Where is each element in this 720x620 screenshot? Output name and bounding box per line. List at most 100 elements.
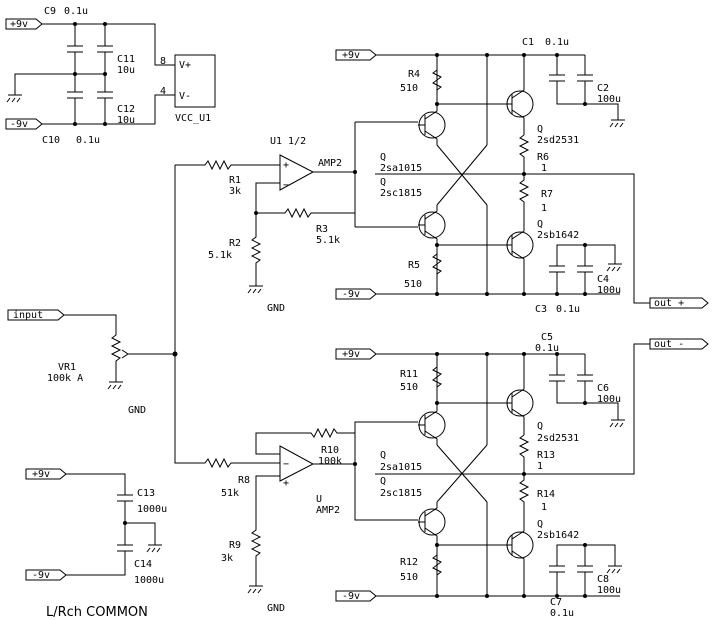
- port-minus9v-power: -9v: [10, 119, 28, 130]
- pin-8: 8: [160, 56, 166, 67]
- label-amp2-top: AMP2: [318, 158, 342, 169]
- value-q-2sa1015-top: 2sa1015: [380, 163, 422, 174]
- label-amp2-bottom: AMP2: [316, 505, 340, 516]
- value-q-2sc1815-top: 2sc1815: [380, 188, 422, 199]
- label-c10: C10: [42, 135, 60, 146]
- label-c1: C1: [522, 37, 534, 48]
- label-vcc-u1: VCC_U1: [175, 113, 211, 124]
- label-c9: C9: [44, 6, 56, 17]
- value-r10: 100k: [318, 456, 342, 467]
- label-r2: R2: [229, 238, 241, 249]
- label-c13: C13: [137, 488, 155, 499]
- label-r7: R7: [541, 189, 553, 200]
- value-c7: 0.1u: [550, 608, 574, 619]
- port-minus9v-bottom: -9v: [342, 591, 360, 602]
- label-gnd-input: GND: [128, 405, 146, 416]
- value-c11: 10u: [117, 65, 135, 76]
- label-c5: C5: [541, 332, 553, 343]
- value-r2: 5.1k: [208, 250, 232, 261]
- label-q-2sd2531-bottom: Q: [537, 421, 543, 432]
- label-vminus: V-: [179, 91, 191, 102]
- value-r11: 510: [400, 382, 418, 393]
- value-c12: 10u: [117, 115, 135, 126]
- port-minus9v-common: -9v: [32, 570, 50, 581]
- label-q-2sd2531-top: Q: [537, 124, 543, 135]
- common-decoupling-section: +9v -9v C13 1000u C14 1000u L/Rch COMMON: [25, 468, 167, 620]
- value-c8: 100u: [597, 585, 621, 596]
- label-c11: C11: [117, 54, 135, 65]
- label-r11: R11: [400, 369, 418, 380]
- port-minus9v-top: -9v: [342, 289, 360, 300]
- value-q-2sa1015-bottom: 2sa1015: [380, 462, 422, 473]
- value-c1: 0.1u: [545, 37, 569, 48]
- label-r9: R9: [229, 540, 241, 551]
- opamp-top-plus: +: [283, 160, 289, 171]
- value-c4: 100u: [597, 285, 621, 296]
- label-r5: R5: [408, 260, 420, 271]
- value-r4: 510: [400, 83, 418, 94]
- label-r13: R13: [537, 450, 555, 461]
- value-q-2sb1642-bottom: 2sb1642: [537, 530, 579, 541]
- label-c12: C12: [117, 104, 135, 115]
- value-c3: 0.1u: [556, 304, 580, 315]
- label-q-2sa1015-top: Q: [380, 152, 386, 163]
- value-r8: 51k: [221, 488, 239, 499]
- value-r5: 510: [404, 279, 422, 290]
- value-r14: 1: [541, 502, 547, 513]
- opamp-top-minus: −: [283, 180, 289, 191]
- port-plus9v-top: +9v: [342, 50, 360, 61]
- label-r10: R10: [321, 445, 339, 456]
- label-gnd-top: GND: [267, 303, 285, 314]
- value-q-2sb1642-top: 2sb1642: [537, 230, 579, 241]
- opamp-bottom-minus: −: [283, 459, 289, 470]
- value-c14: 1000u: [134, 575, 164, 586]
- value-c9: 0.1u: [64, 6, 88, 17]
- label-q-2sb1642-bottom: Q: [537, 519, 543, 530]
- label-c7: C7: [550, 597, 562, 608]
- label-r1: R1: [229, 175, 241, 186]
- value-c10: 0.1u: [76, 135, 100, 146]
- port-plus9v-power: +9v: [10, 19, 28, 30]
- pin-4: 4: [160, 86, 166, 97]
- value-r12: 510: [400, 572, 418, 583]
- port-plus9v-common: +9v: [32, 469, 50, 480]
- label-r3: R3: [316, 224, 328, 235]
- value-q-2sd2531-top: 2sd2531: [537, 135, 579, 146]
- label-q-2sc1815-bottom: Q: [380, 476, 386, 487]
- label-q-2sb1642-top: Q: [537, 219, 543, 230]
- value-c6: 100u: [597, 394, 621, 405]
- port-out-plus[interactable]: out +: [654, 298, 684, 309]
- port-input[interactable]: input: [13, 310, 43, 321]
- value-r1: 3k: [229, 186, 241, 197]
- bottom-amplifier-channel: − + R10 100k R8 51k R9 3k U AMP2 GND +9v…: [221, 332, 709, 619]
- label-c4: C4: [597, 274, 609, 285]
- label-c3: C3: [535, 304, 547, 315]
- value-c2: 100u: [597, 94, 621, 105]
- label-q-2sa1015-bottom: Q: [380, 450, 386, 461]
- label-vr1: VR1: [58, 362, 76, 373]
- label-vplus: V+: [179, 60, 191, 71]
- value-c13: 1000u: [137, 504, 167, 515]
- label-q-2sc1815-top: Q: [380, 177, 386, 188]
- value-q-2sd2531-bottom: 2sd2531: [537, 433, 579, 444]
- label-r12: R12: [400, 557, 418, 568]
- label-r14: R14: [537, 489, 555, 500]
- opamp-bottom-plus: +: [283, 478, 289, 489]
- label-u1: U1 1/2: [270, 136, 306, 147]
- label-gnd-bottom: GND: [267, 603, 285, 614]
- value-r6: 1: [541, 163, 547, 174]
- value-q-2sc1815-bottom: 2sc1815: [380, 488, 422, 499]
- port-plus9v-bottom: +9v: [342, 349, 360, 360]
- value-c5: 0.1u: [535, 343, 559, 354]
- value-r3: 5.1k: [316, 235, 340, 246]
- label-r8: R8: [238, 475, 250, 486]
- port-out-minus[interactable]: out -: [654, 339, 684, 350]
- label-u-bottom: U: [316, 494, 322, 505]
- value-r7: 1: [541, 203, 547, 214]
- top-amplifier-channel: + − U1 1/2 AMP2 R1 3k R2 5.1k R3 5.1k GN…: [175, 37, 709, 315]
- label-c6: C6: [597, 383, 609, 394]
- label-r4: R4: [408, 69, 420, 80]
- caption-lr-common: L/Rch COMMON: [46, 605, 148, 620]
- input-section: input VR1 100k A GND: [7, 165, 280, 469]
